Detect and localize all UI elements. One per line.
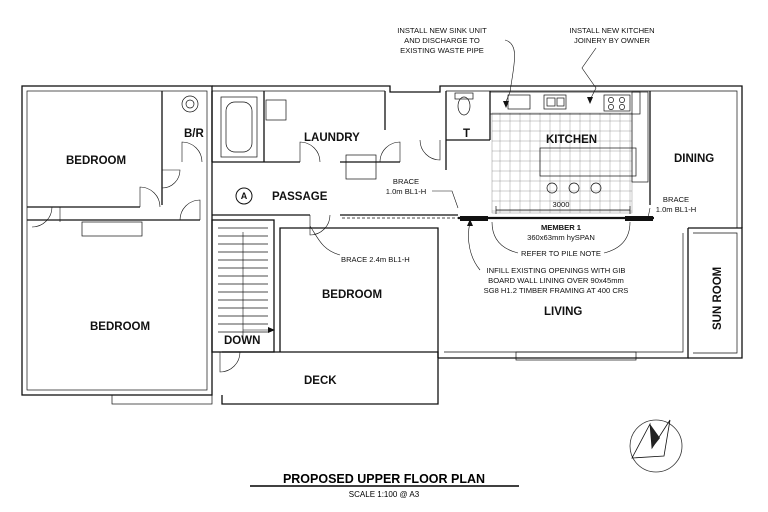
note-brace-passage: BRACE 2.4m BL1-H: [341, 255, 410, 264]
exterior-walls: [21, 85, 743, 405]
plan-scale: SCALE 1:100 @ A3: [349, 490, 420, 499]
note-brace-right-2: 1.0m BL1-H: [656, 205, 697, 214]
dimension-3000: 3000: [553, 200, 570, 209]
label-toilet: T: [463, 128, 470, 140]
note-brace-right-1: BRACE: [663, 195, 689, 204]
label-passage: PASSAGE: [272, 191, 328, 203]
note-sink-1: INSTALL NEW SINK UNIT: [397, 26, 487, 35]
label-bathroom: B/R: [184, 128, 205, 140]
label-bedroom-sw: BEDROOM: [90, 321, 150, 333]
label-deck: DECK: [304, 375, 337, 387]
label-sun-room: SUN ROOM: [712, 267, 724, 330]
label-laundry: LAUNDRY: [304, 132, 360, 144]
plan-title: PROPOSED UPPER FLOOR PLAN: [283, 472, 485, 486]
label-dining: DINING: [674, 153, 714, 165]
room-labels: BEDROOM B/R LAUNDRY T KITCHEN DINING PAS…: [66, 128, 724, 387]
title-block: PROPOSED UPPER FLOOR PLAN SCALE 1:100 @ …: [250, 472, 519, 499]
passage-marker: A: [241, 191, 248, 201]
note-sink-3: EXISTING WASTE PIPE: [400, 46, 484, 55]
member-spec: 360x63mm hySPAN: [527, 233, 595, 242]
doors: [31, 139, 441, 373]
label-bedroom-mid: BEDROOM: [322, 289, 382, 301]
note-joinery-1: INSTALL NEW KITCHEN: [569, 26, 654, 35]
infill-note-1: INFILL EXISTING OPENINGS WITH GIB: [487, 266, 626, 275]
note-joinery-2: JOINERY BY OWNER: [574, 36, 650, 45]
note-brace-left-2: 1.0m BL1-H: [386, 187, 427, 196]
pile-note: REFER TO PILE NOTE: [521, 249, 601, 258]
member-title: MEMBER 1: [541, 223, 582, 232]
fixtures: [81, 92, 474, 340]
note-brace-left-1: BRACE: [393, 177, 419, 186]
label-bedroom-nw: BEDROOM: [66, 155, 126, 167]
label-living: LIVING: [544, 306, 582, 318]
kitchen-tiles: [489, 91, 649, 214]
label-stair-down: DOWN: [224, 335, 260, 347]
note-sink-2: AND DISCHARGE TO: [404, 36, 480, 45]
infill-note-2: BOARD WALL LINING OVER 90x45mm: [488, 276, 624, 285]
label-kitchen: KITCHEN: [546, 134, 597, 146]
infill-note-3: SG8 H1.2 TIMBER FRAMING AT 400 CRS: [484, 286, 629, 295]
annotations: INSTALL NEW SINK UNIT AND DISCHARGE TO E…: [309, 26, 697, 295]
north-arrow-icon: [629, 419, 683, 473]
